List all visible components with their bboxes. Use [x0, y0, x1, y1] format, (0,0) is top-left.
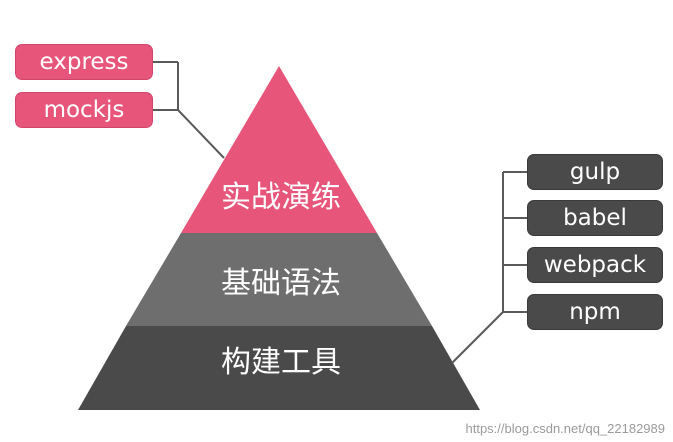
watermark-text: https://blog.csdn.net/qq_22182989 — [465, 421, 666, 436]
tag-mockjs: mockjs — [15, 92, 153, 128]
right-connector — [451, 171, 527, 364]
tag-npm: npm — [527, 294, 663, 330]
tag-webpack: webpack — [527, 247, 663, 283]
tag-express: express — [15, 44, 153, 80]
tag-gulp: gulp — [527, 154, 663, 190]
pyramid-bottom-label: 构建工具 — [221, 345, 341, 380]
left-connector — [153, 61, 225, 159]
pyramid-bottom-layer — [78, 326, 480, 410]
pyramid-middle-layer — [126, 233, 432, 326]
pyramid-top-label: 实战演练 — [221, 180, 341, 215]
pyramid-middle-label: 基础语法 — [221, 266, 341, 301]
pyramid-top-layer — [181, 66, 377, 233]
tag-babel: babel — [527, 200, 663, 236]
